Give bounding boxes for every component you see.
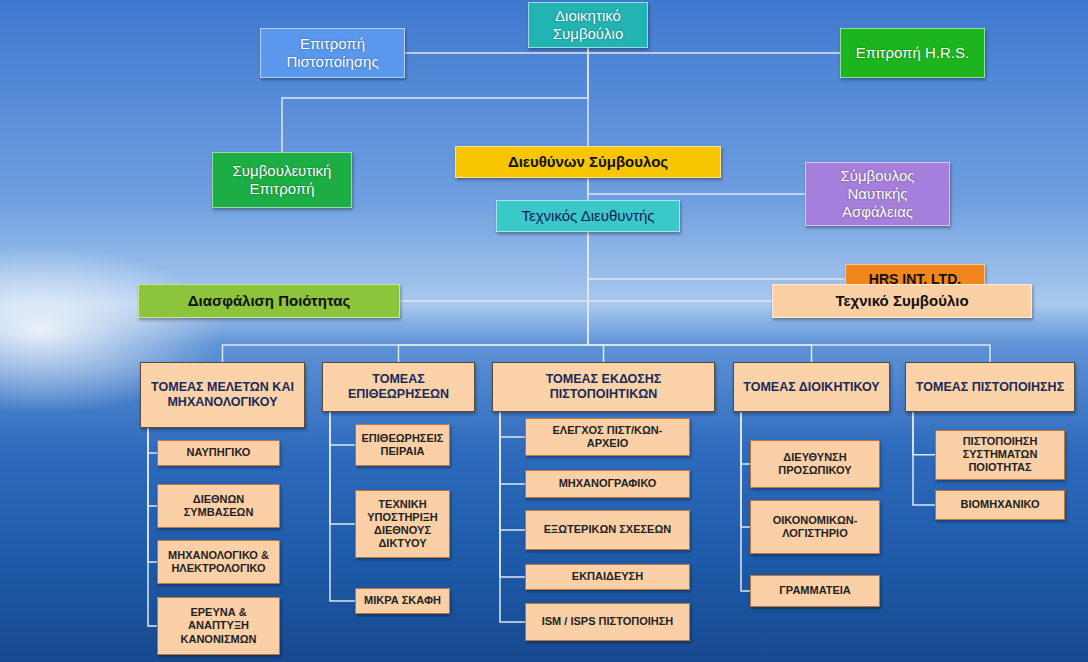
department-box: ΤΕΧΝΙΚΗ ΥΠΟΣΤΗΡΙΞΗ ΔΙΕΘΝΟΥΣ ΔΙΚΤΥΟΥ (355, 490, 450, 558)
org-box: Συμβουλευτική Επιτροπή (212, 152, 352, 208)
org-connector (330, 412, 355, 601)
org-box: Διευθύνων Σύμβουλος (455, 146, 721, 178)
org-box: Διασφάλιση Ποιότητας (138, 284, 400, 318)
box-label: Επιτροπή Πιστοποίησης (267, 35, 398, 71)
box-label: ΕΞΩΤΕΡΙΚΩΝ ΣΧΕΣΕΩΝ (544, 523, 671, 536)
org-connector (741, 412, 750, 591)
department-box: ISM / ISPS ΠΙΣΤΟΠΟΙΗΣΗ (525, 603, 690, 641)
org-connector (500, 412, 525, 622)
department-box: ΕΡΕΥΝΑ & ΑΝΑΠΤΥΞΗ ΚΑΝΟΝΙΣΜΩΝ (157, 597, 280, 655)
box-label: Τεχνικό Συμβούλιο (835, 292, 968, 310)
org-connector (587, 178, 589, 200)
org-connector (588, 178, 805, 194)
org-box: Σύμβουλος Ναυτικής Ασφάλειας (805, 162, 950, 226)
org-connector (148, 428, 157, 562)
box-label: ΤΟΜΕΑΣ ΕΚΔΟΣΗΣ ΠΙΣΤΟΠΟΙΗΤΙΚΩΝ (499, 372, 708, 402)
box-label: ΕΛΕΓΧΟΣ ΠΙΣΤ/ΚΩΝ-ΑΡΧΕΙΟ (532, 424, 683, 450)
org-box: Διοικητικό Συμβούλιο (528, 2, 648, 48)
department-box: ΜΙΚΡΑ ΣΚΑΦΗ (355, 588, 450, 614)
org-box: Επιτροπή H.R.S. (840, 28, 985, 78)
department-box: ΓΡΑΜΜΑΤΕΙΑ (750, 575, 880, 607)
box-label: Σύμβουλος Ναυτικής Ασφάλειας (812, 167, 943, 221)
department-box: ΔΙΕΥΘΥΝΣΗ ΠΡΟΣΩΠΙΚΟΥ (750, 440, 880, 488)
org-connector (399, 232, 589, 362)
org-connector (148, 428, 157, 506)
box-label: ΟΙΚΟΝΟΜΙΚΩΝ-ΛΟΓΙΣΤΗΡΙΟ (757, 514, 873, 540)
org-connector (148, 428, 157, 626)
box-label: ΤΟΜΕΑΣ ΠΙΣΤΟΠΟΙΗΣΗΣ (916, 380, 1064, 395)
box-label: ISM / ISPS ΠΙΣΤΟΠΟΙΗΣΗ (542, 615, 674, 628)
org-box: Τεχνικό Συμβούλιο (772, 284, 1032, 318)
department-box: ΕΞΩΤΕΡΙΚΩΝ ΣΧΕΣΕΩΝ (525, 510, 690, 550)
org-connector (588, 48, 840, 53)
box-label: ΠΙΣΤΟΠΟΙΗΣΗ ΣΥΣΤΗΜΑΤΩΝ ΠΟΙΟΤΗΤΑΣ (942, 435, 1058, 475)
box-label: ΔΙΕΘΝΩΝ ΣΥΜΒΑΣΕΩΝ (164, 493, 273, 519)
department-box: ΕΚΠΑΙΔΕΥΣΗ (525, 564, 690, 590)
org-connector (148, 428, 157, 453)
department-box: ΜΗΧΑΝΟΓΡΑΦΙΚΟ (525, 470, 690, 498)
box-label: ΤΕΧΝΙΚΗ ΥΠΟΣΤΗΡΙΞΗ ΔΙΕΘΝΟΥΣ ΔΙΚΤΥΟΥ (362, 498, 443, 551)
org-connector (330, 412, 355, 445)
department-box: ΤΟΜΕΑΣ ΕΚΔΟΣΗΣ ΠΙΣΤΟΠΟΙΗΤΙΚΩΝ (492, 362, 715, 412)
box-label: Τεχνικός Διευθυντής (522, 207, 655, 225)
department-box: ΔΙΕΘΝΩΝ ΣΥΜΒΑΣΕΩΝ (157, 484, 280, 528)
org-connector (500, 412, 525, 437)
box-label: Διευθύνων Σύμβουλος (508, 153, 668, 171)
org-connector (588, 232, 772, 301)
org-connector (500, 412, 525, 577)
org-connector (741, 412, 750, 527)
org-connector (913, 412, 935, 505)
org-connector (330, 412, 355, 524)
box-label: ΕΚΠΑΙΔΕΥΣΗ (572, 570, 643, 583)
box-label: ΜΙΚΡΑ ΣΚΑΦΗ (364, 594, 441, 607)
box-label: ΔΙΕΥΘΥΝΣΗ ΠΡΟΣΩΠΙΚΟΥ (757, 451, 873, 477)
box-label: ΤΟΜΕΑΣ ΔΙΟΙΚΗΤΙΚΟΥ (743, 380, 879, 395)
box-label: ΝΑΥΠΗΓΙΚΟ (187, 446, 251, 459)
box-label: ΒΙΟΜΗΧΑΝΙΚΟ (961, 498, 1040, 511)
box-label: ΓΡΑΜΜΑΤΕΙΑ (779, 584, 851, 597)
org-box: Επιτροπή Πιστοποίησης (260, 28, 405, 78)
box-label: ΕΡΕΥΝΑ & ΑΝΑΠΤΥΞΗ ΚΑΝΟΝΙΣΜΩΝ (164, 606, 273, 646)
department-box: ΤΟΜΕΑΣ ΜΕΛΕΤΩΝ ΚΑΙ ΜΗΧΑΝΟΛΟΓΙΚΟΥ (140, 362, 305, 428)
box-label: ΤΟΜΕΑΣ ΕΠΙΘΕΩΡΗΣΕΩΝ (329, 372, 468, 402)
department-box: ΤΟΜΕΑΣ ΠΙΣΤΟΠΟΙΗΣΗΣ (905, 362, 1075, 412)
org-connector (400, 232, 588, 301)
org-connector (588, 232, 845, 279)
box-label: ΜΗΧΑΝΟΛΟΓΙΚΟ & ΗΛΕΚΤΡΟΛΟΓΙΚΟ (164, 549, 273, 575)
org-connector (500, 412, 525, 484)
org-connector (741, 412, 750, 464)
department-box: ΝΑΥΠΗΓΙΚΟ (157, 440, 280, 466)
department-box: ΒΙΟΜΗΧΑΝΙΚΟ (935, 490, 1065, 520)
box-label: ΕΠΙΘΕΩΡΗΣΕΙΣ ΠΕΙΡΑΙΑ (362, 432, 444, 458)
department-box: ΕΛΕΓΧΟΣ ΠΙΣΤ/ΚΩΝ-ΑΡΧΕΙΟ (525, 418, 690, 456)
department-box: ΠΙΣΤΟΠΟΙΗΣΗ ΣΥΣΤΗΜΑΤΩΝ ΠΟΙΟΤΗΤΑΣ (935, 430, 1065, 480)
box-label: ΤΟΜΕΑΣ ΜΕΛΕΤΩΝ ΚΑΙ ΜΗΧΑΝΟΛΟΓΙΚΟΥ (147, 380, 298, 410)
box-label: ΜΗΧΑΝΟΓΡΑΦΙΚΟ (559, 477, 657, 490)
org-connector (913, 412, 935, 455)
org-connector (588, 232, 604, 362)
box-label: Συμβουλευτική Επιτροπή (219, 162, 345, 198)
org-connector (587, 48, 589, 146)
department-box: ΤΟΜΕΑΣ ΔΙΟΙΚΗΤΙΚΟΥ (733, 362, 890, 412)
box-label: Διασφάλιση Ποιότητας (188, 292, 351, 310)
org-box: Τεχνικός Διευθυντής (496, 200, 680, 232)
department-box: ΜΗΧΑΝΟΛΟΓΙΚΟ & ΗΛΕΚΤΡΟΛΟΓΙΚΟ (157, 540, 280, 584)
department-box: ΕΠΙΘΕΩΡΗΣΕΙΣ ΠΕΙΡΑΙΑ (355, 424, 450, 466)
org-connector (500, 412, 525, 530)
department-box: ΟΙΚΟΝΟΜΙΚΩΝ-ΛΟΓΙΣΤΗΡΙΟ (750, 500, 880, 554)
box-label: Διοικητικό Συμβούλιο (535, 7, 641, 43)
box-label: Επιτροπή H.R.S. (856, 44, 969, 62)
department-box: ΤΟΜΕΑΣ ΕΠΙΘΕΩΡΗΣΕΩΝ (322, 362, 475, 412)
org-connector (405, 48, 588, 53)
